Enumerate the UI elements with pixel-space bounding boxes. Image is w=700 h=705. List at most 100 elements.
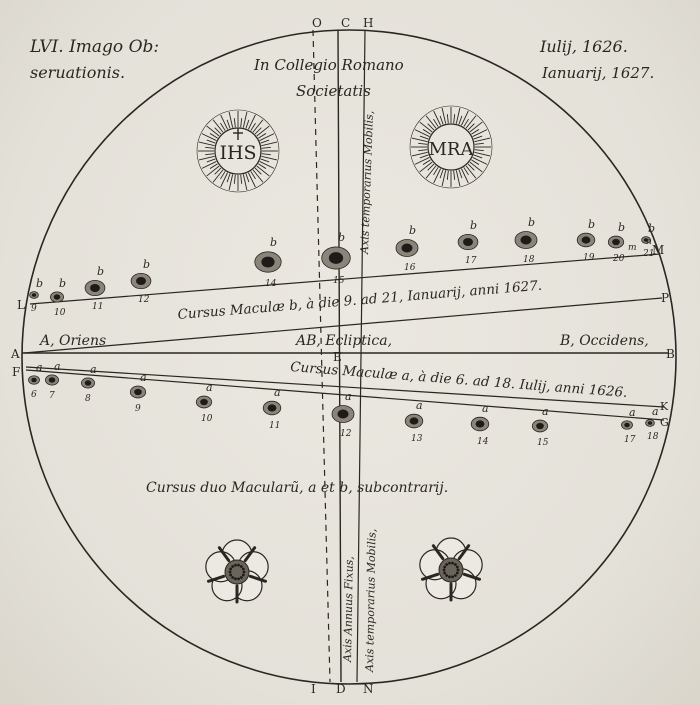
label-occidens: B, Occidens, <box>559 333 649 349</box>
sunspot-day: 6 <box>31 390 37 400</box>
sunspot-day: 12 <box>340 429 352 439</box>
sunspot-day: 15 <box>537 438 549 448</box>
sunspot-letter: a <box>36 361 43 374</box>
sunspot-day: 15 <box>333 276 345 286</box>
sunspot-letter: a <box>54 360 61 373</box>
label-oriens: A, Oriens <box>38 333 106 349</box>
sunspot-day: 21 <box>642 249 654 259</box>
label-cursus-duo: Cursus duo Macularũ, a et b, subcontrari… <box>146 480 448 496</box>
sunspot <box>254 251 282 273</box>
emblem-ihs-text: IHS <box>219 142 256 164</box>
header-left-line2: seruationis. <box>30 63 125 82</box>
sunspot-day: 18 <box>647 432 659 442</box>
sunspot-letter: a <box>206 381 213 394</box>
sunspot-letter: a <box>629 406 636 419</box>
sunspot-letter: b <box>143 258 150 271</box>
sunspot-day: 8 <box>85 394 91 404</box>
point-c: C <box>341 16 350 30</box>
label-ecliptica: AB, Ecliptica, <box>294 333 392 349</box>
course-b-line <box>29 253 661 305</box>
sunspot-day: 10 <box>54 308 66 318</box>
axis-temporarius-line <box>356 29 366 683</box>
sunspot <box>607 235 625 249</box>
axis-annuus-fixus-line <box>312 29 331 683</box>
sunspot <box>29 291 39 299</box>
point-l: L <box>17 298 25 312</box>
emblem-mra-text: MRA <box>429 139 475 160</box>
sunspot-day: 16 <box>404 263 416 273</box>
sunspot <box>195 395 213 409</box>
sunspot <box>84 279 106 297</box>
point-a: A <box>10 347 20 361</box>
line-a-p <box>23 297 663 354</box>
sunspot-letter: a <box>482 402 489 415</box>
sunspot-letter: b <box>97 265 104 278</box>
sunspot <box>50 291 65 303</box>
mark-n: n <box>646 237 652 247</box>
point-h: H <box>363 16 373 30</box>
sunspot-day: 18 <box>523 255 535 265</box>
sunspot-day: 9 <box>135 404 141 414</box>
sunspot-day: 19 <box>583 253 595 263</box>
point-n: N <box>363 682 374 696</box>
sunspot-letter: b <box>270 236 277 249</box>
sunspot-letter: b <box>618 221 625 234</box>
rose-left-ornament <box>205 539 269 604</box>
sunspot <box>531 419 549 433</box>
point-i: I <box>311 682 316 696</box>
ihs-sunburst-emblem: IHS <box>196 109 280 193</box>
sunspot-letter: a <box>90 363 97 376</box>
header-right-line2: Ianuarij, 1627. <box>541 64 654 82</box>
sunspot <box>28 375 40 385</box>
mark-m: m <box>628 243 637 253</box>
sunspot <box>81 377 96 389</box>
course-a-line <box>25 369 665 421</box>
sunspot <box>641 236 651 244</box>
sunspot-letter: a <box>140 371 147 384</box>
point-p: P <box>661 291 669 305</box>
point-g: G <box>660 416 669 429</box>
sunspot <box>404 413 424 429</box>
sunspot-letter: b <box>409 224 416 237</box>
sunspot-day: 11 <box>92 302 103 312</box>
sunspot-letter: a <box>416 399 423 412</box>
sunspot-day: 17 <box>465 256 477 266</box>
sunspot-letter: b <box>648 222 655 235</box>
point-k: K <box>660 400 669 413</box>
sunspot-letter: b <box>338 231 345 244</box>
point-b: B <box>666 347 675 361</box>
sunspot-day: 13 <box>411 434 423 444</box>
sunspot-letter: a <box>652 405 659 418</box>
header-center-line1: In Collegio Romano <box>253 56 404 74</box>
sunspot-day: 9 <box>31 304 37 314</box>
header-right-line1: Iulij, 1626. <box>539 37 628 56</box>
sunspot <box>514 231 538 249</box>
sunspot-letter: b <box>36 277 43 290</box>
sunspot-letter: a <box>542 405 549 418</box>
sunspot-day: 10 <box>201 414 213 424</box>
sunspot-day: 7 <box>49 391 55 401</box>
vertical-meridian-line <box>337 29 342 683</box>
sunspot <box>129 385 147 399</box>
label-cursus-b: Cursus Maculæ b, à die 9. ad 21, Ianuari… <box>177 278 543 323</box>
solar-disk-outline <box>21 29 677 685</box>
sunspot-letter: a <box>345 390 352 403</box>
sunspot-day: 17 <box>624 435 636 445</box>
sunspot-day: 14 <box>265 279 277 289</box>
point-f: F <box>12 365 20 379</box>
sunspot-letter: b <box>528 216 535 229</box>
sunspot <box>457 233 479 251</box>
sunspot-letter: b <box>470 219 477 232</box>
sunspot-day: 14 <box>477 437 489 447</box>
line-f-k <box>25 366 665 408</box>
point-d: D <box>336 682 346 696</box>
sunspot <box>621 420 633 430</box>
label-axis-fixus: Axis Annuus Fixus, <box>341 556 356 663</box>
mra-sunburst-emblem: MRA <box>409 105 493 189</box>
sunspot-day: 11 <box>269 421 280 431</box>
point-o: O <box>312 16 322 30</box>
